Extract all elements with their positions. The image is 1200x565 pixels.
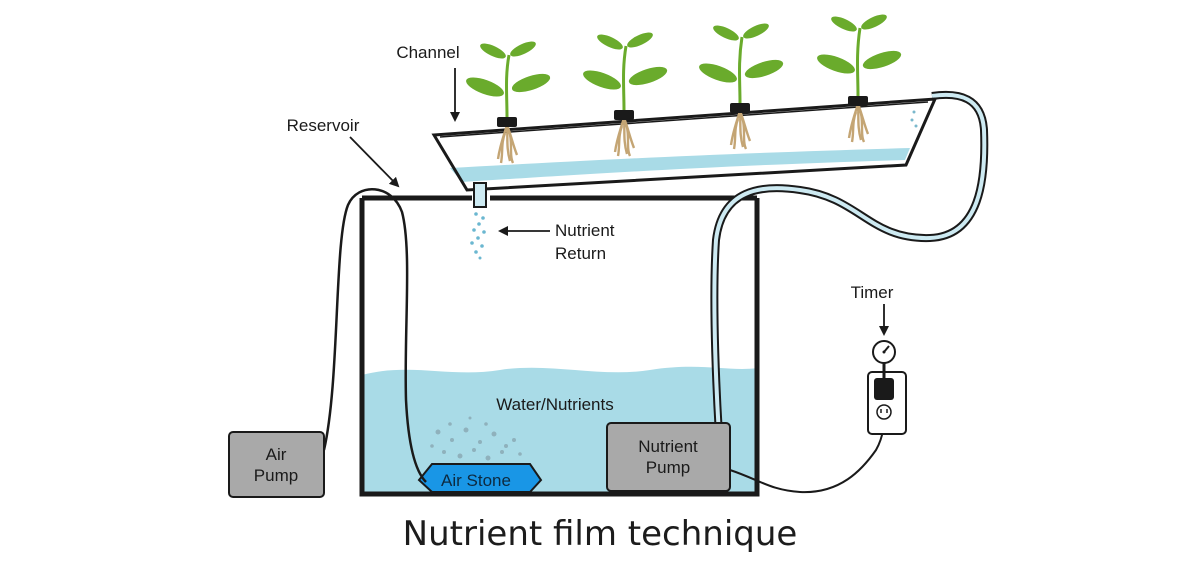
nutrient-return-label-1: Nutrient <box>555 221 615 240</box>
supply-tube <box>710 90 989 479</box>
channel-label: Channel <box>396 43 459 62</box>
plants <box>466 14 902 164</box>
plant-icon <box>817 14 902 143</box>
nutrient-pump-label-2: Pump <box>646 458 690 477</box>
return-spout <box>473 182 487 208</box>
air-bubbles <box>430 416 522 461</box>
plant-icon <box>699 23 784 150</box>
timer-dial-icon <box>872 340 896 378</box>
plant-icon <box>583 32 668 157</box>
timer-label: Timer <box>851 283 894 302</box>
air-tube <box>322 188 427 483</box>
air-pump-label-2: Pump <box>254 466 298 485</box>
water-drop-icon <box>470 212 486 260</box>
diagram-caption: Nutrient film technique <box>403 514 798 554</box>
channel <box>431 97 938 192</box>
air-pump-label-1: Air <box>266 445 287 464</box>
nutrient-pump: Nutrient Pump <box>606 422 731 492</box>
plant-icon <box>466 41 551 164</box>
reservoir-label: Reservoir <box>287 116 360 135</box>
nutrient-pump-label-1: Nutrient <box>638 437 698 456</box>
air-stone: Air Stone <box>417 463 543 493</box>
reservoir-arrow <box>349 136 400 188</box>
air-pump: Air Pump <box>228 431 325 498</box>
air-stone-label: Air Stone <box>441 471 511 490</box>
water-nutrients-label: Water/Nutrients <box>496 395 613 414</box>
nutrient-return-label-2: Return <box>555 244 606 263</box>
timer-assembly <box>867 340 907 435</box>
